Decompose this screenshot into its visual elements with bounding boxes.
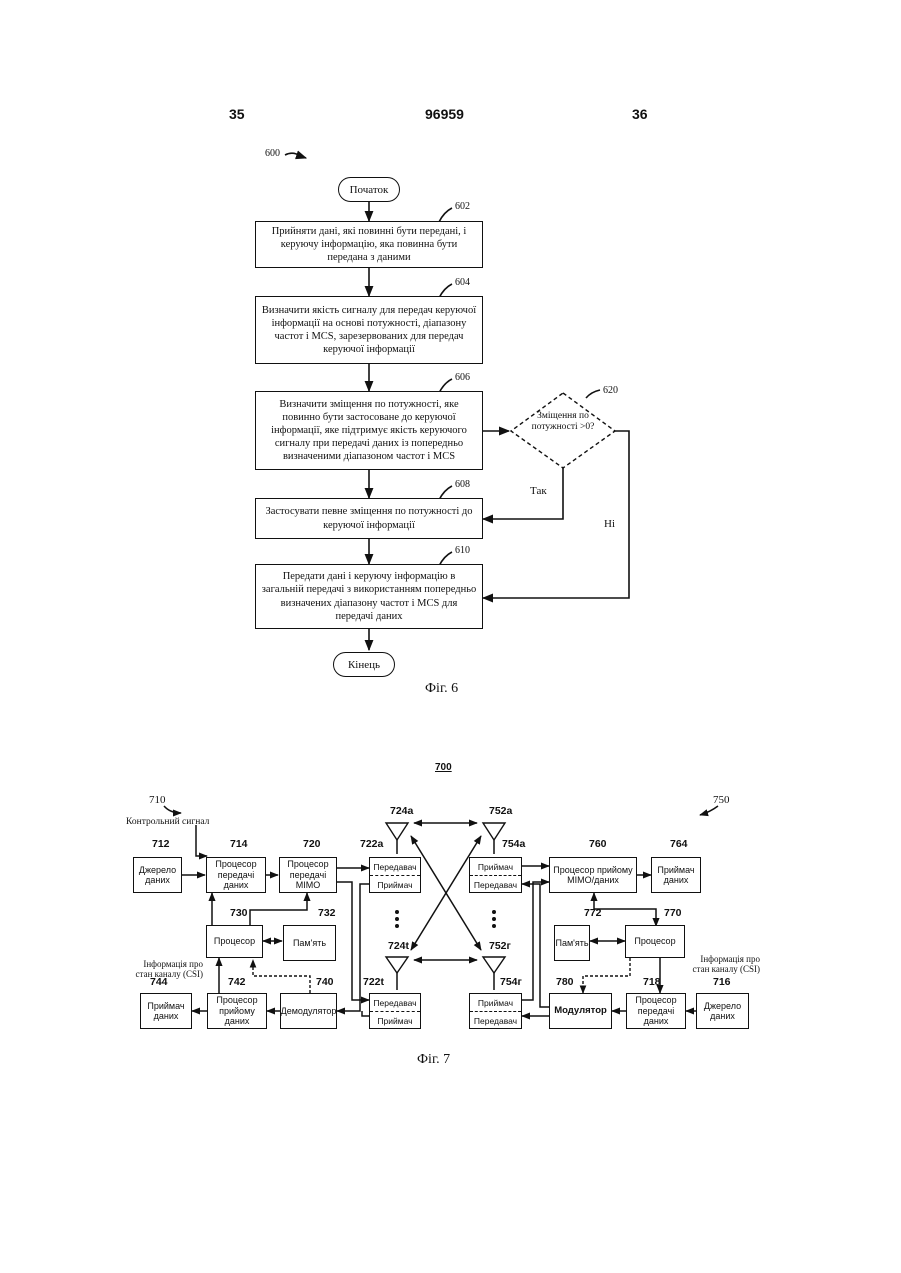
block-716: Джерело даних: [696, 993, 749, 1029]
block-718: Процесор передачі даних: [626, 993, 686, 1029]
transceiver-754r: Приймач Передавач: [469, 993, 522, 1029]
transceiver-722a-ref: 722а: [360, 838, 383, 850]
antenna-724a: [386, 823, 408, 840]
block-770: Процесор: [625, 925, 685, 958]
block-720: Процесор передачі MIMO: [279, 857, 337, 893]
block-714-ref: 714: [230, 838, 248, 850]
block-730-ref: 730: [230, 907, 248, 919]
block-732-ref: 732: [318, 907, 336, 919]
transceiver-722a-tx: Передавач: [370, 858, 420, 876]
antenna-724t: [386, 957, 408, 973]
block-760: Процесор прийому MIMO/даних: [549, 857, 637, 893]
transceiver-754a-tx: Передавач: [470, 876, 521, 893]
transceiver-754r-rx: Приймач: [470, 994, 521, 1012]
csi-right-label: Інформація про стан каналу (CSI): [692, 955, 760, 975]
transceiver-754r-tx: Передавач: [470, 1012, 521, 1029]
block-770-ref: 770: [664, 907, 682, 919]
antenna-752a-label: 752а: [489, 805, 512, 817]
transceiver-754a: Приймач Передавач: [469, 857, 522, 893]
block-772-ref: 772: [584, 907, 602, 919]
transceiver-722t-rx: Приймач: [370, 1012, 420, 1029]
block-780: Модулятор: [549, 993, 612, 1029]
block-732: Пам'ять: [283, 925, 336, 961]
antenna-724a-label: 724а: [390, 805, 413, 817]
transceiver-754r-ref: 754г: [500, 976, 522, 988]
transceiver-722t: Передавач Приймач: [369, 993, 421, 1029]
transceiver-722a: Передавач Приймач: [369, 857, 421, 893]
block-730: Процесор: [206, 925, 263, 958]
antenna-724t-label: 724t: [388, 940, 409, 952]
antenna-752r: [483, 957, 505, 973]
block-714: Процесор передачі даних: [206, 857, 266, 893]
block-712: Джерело даних: [133, 857, 182, 893]
block-764: Приймач даних: [651, 857, 701, 893]
block-744: Приймач даних: [140, 993, 192, 1029]
block-718-ref: 718: [643, 976, 661, 988]
block-716-ref: 716: [713, 976, 731, 988]
block-772: Пам'ять: [554, 925, 590, 961]
transceiver-722t-ref: 722t: [363, 976, 384, 988]
block-712-ref: 712: [152, 838, 170, 850]
block-720-ref: 720: [303, 838, 321, 850]
block-742: Процесор прийому даних: [207, 993, 267, 1029]
block-780-ref: 780: [556, 976, 574, 988]
fig7-caption: Фіг. 7: [417, 1052, 450, 1068]
transceiver-722t-tx: Передавач: [370, 994, 420, 1012]
block-742-ref: 742: [228, 976, 246, 988]
block-760-ref: 760: [589, 838, 607, 850]
block-744-ref: 744: [150, 976, 168, 988]
transceiver-754a-rx: Приймач: [470, 858, 521, 876]
transceiver-754a-ref: 754а: [502, 838, 525, 850]
block-740-ref: 740: [316, 976, 334, 988]
antenna-752r-label: 752г: [489, 940, 511, 952]
block-740: Демодулятор: [280, 993, 337, 1029]
csi-left-label: Інформація про стан каналу (CSI): [133, 960, 203, 980]
transceiver-722a-rx: Приймач: [370, 876, 420, 893]
block-764-ref: 764: [670, 838, 688, 850]
